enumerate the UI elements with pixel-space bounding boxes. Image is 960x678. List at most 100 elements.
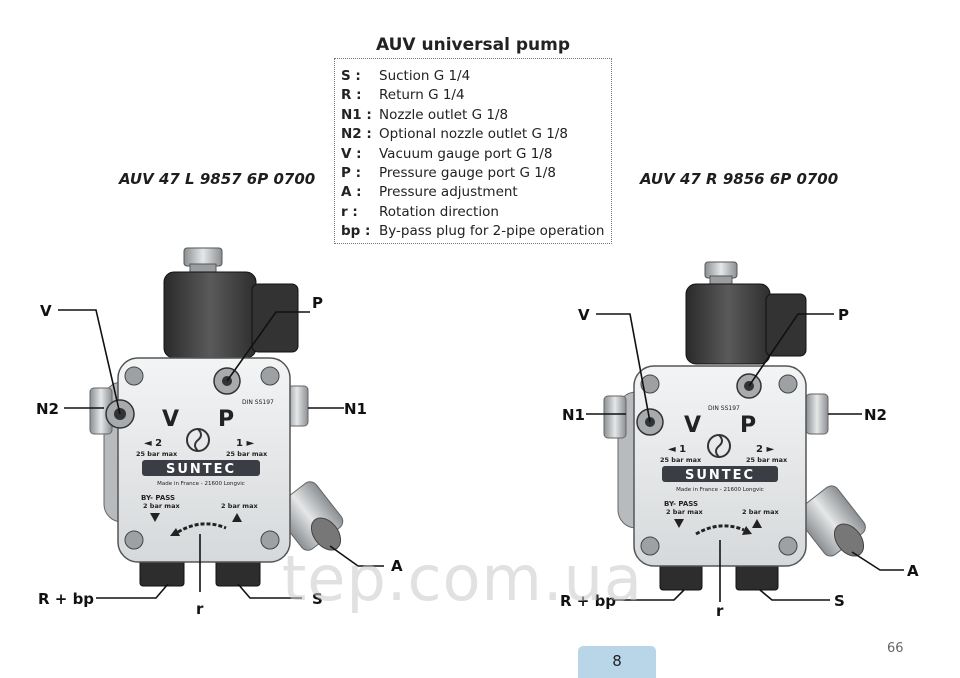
left-bypass-bar: 2 bar max — [143, 502, 180, 510]
legend-text: Return G 1/4 — [379, 87, 465, 104]
left-label-v: V — [40, 302, 52, 320]
right-suntec-logo-icon — [707, 434, 731, 458]
page-tab[interactable]: 8 — [578, 646, 656, 678]
right-label-p: P — [838, 306, 849, 324]
left-p-letter: P — [218, 407, 234, 432]
right-p-letter: P — [740, 413, 756, 438]
left-label-a: A — [391, 557, 403, 575]
left-rotation-arrow-icon — [170, 522, 227, 536]
right-label-r: r — [716, 602, 724, 620]
left-corner-screws — [124, 366, 280, 550]
legend-row-s: S : Suction G 1/4 — [341, 67, 611, 86]
right-right-arrow-icon — [752, 519, 762, 528]
legend-code: R : — [341, 87, 362, 104]
right-port-right: 2 ► — [756, 444, 774, 455]
right-bar-right: 25 bar max — [746, 456, 788, 464]
left-pump-model: AUV 47 L 9857 6P 0700 — [119, 170, 316, 188]
legend-row-n2: N2 : Optional nozzle outlet G 1/8 — [341, 125, 611, 144]
right-bypass-arrow-icon — [674, 519, 684, 528]
right-pump: V P DIN SS197 ◄ 1 2 ► 25 bar max 25 bar … — [586, 261, 904, 602]
left-port-right: 1 ► — [236, 438, 254, 449]
legend-text: Nozzle outlet G 1/8 — [379, 106, 509, 123]
right-bar-left: 25 bar max — [660, 456, 702, 464]
left-bypass: BY- PASS — [141, 494, 175, 502]
right-bypass: BY- PASS — [664, 500, 698, 508]
right-made-in: Made in France - 21600 Longvic — [676, 487, 764, 493]
legend-code: P : — [341, 164, 361, 181]
legend-row-v: V : Vacuum gauge port G 1/8 — [341, 145, 611, 164]
left-made-in: Made in France - 21600 Longvic — [157, 481, 245, 487]
right-bypass-bar: 2 bar max — [666, 508, 703, 516]
left-pressure-adjust — [274, 481, 344, 551]
left-pump: V P DIN SS197 ◄ 2 1 ► 25 bar max 25 bar … — [58, 247, 384, 599]
left-brand-plate — [142, 460, 260, 476]
left-right-bar: 2 bar max — [221, 502, 258, 510]
left-bar-right: 25 bar max — [226, 450, 268, 458]
left-leader-lines — [58, 309, 384, 599]
left-v-letter: V — [162, 407, 179, 432]
legend-text: Optional nozzle outlet G 1/8 — [379, 126, 568, 143]
legend-row-p: P : Pressure gauge port G 1/8 — [341, 164, 611, 183]
left-label-n1: N1 — [344, 400, 367, 418]
legend-row-a: A : Pressure adjustment — [341, 183, 611, 202]
legend-box: S : Suction G 1/4 R : Return G 1/4 N1 : Noz… — [334, 58, 612, 244]
page-number: 66 — [887, 641, 904, 656]
legend-row-r: R : Return G 1/4 — [341, 86, 611, 105]
left-solenoid-coil — [163, 271, 257, 359]
left-right-arrow-icon — [232, 513, 242, 522]
left-label-rbp: R + bp — [38, 590, 94, 608]
page-title: AUV universal pump — [375, 35, 571, 55]
right-right-bar: 2 bar max — [742, 508, 779, 516]
right-label-rbp: R + bp — [560, 592, 616, 610]
right-label-n2: N2 — [864, 406, 887, 424]
left-suntec-logo-icon — [186, 428, 210, 452]
right-label-s: S — [834, 592, 845, 610]
left-label-r: r — [196, 600, 204, 618]
right-brand: SUNTEC — [685, 468, 755, 483]
right-brand-plate — [662, 466, 778, 482]
legend-text: By-pass plug for 2-pipe operation — [379, 223, 605, 240]
right-pressure-adjust — [796, 485, 866, 557]
right-label-n1: N1 — [562, 406, 585, 424]
legend-text: Rotation direction — [379, 203, 499, 220]
right-label-a: A — [907, 562, 919, 580]
left-label-s: S — [312, 590, 323, 608]
legend-code: bp : — [341, 223, 371, 240]
legend-code: N1 : — [341, 106, 372, 123]
legend-text: Pressure adjustment — [379, 184, 518, 201]
right-pump-model: AUV 47 R 9856 6P 0700 — [640, 170, 839, 188]
legend-code: r : — [341, 203, 358, 220]
left-solenoid-connector — [251, 283, 299, 353]
legend-row-n1: N1 : Nozzle outlet G 1/8 — [341, 106, 611, 125]
right-corner-screws — [640, 374, 798, 556]
legend-text: Vacuum gauge port G 1/8 — [379, 145, 553, 162]
right-label-v: V — [578, 306, 590, 324]
right-leader-lines — [586, 313, 904, 602]
legend-text: Suction G 1/4 — [379, 68, 471, 84]
right-rotation-arrow-icon — [695, 524, 752, 536]
right-din: DIN SS197 — [708, 405, 740, 412]
left-label-n2: N2 — [36, 400, 59, 418]
legend-text: Pressure gauge port G 1/8 — [379, 164, 556, 181]
right-v-letter: V — [684, 413, 701, 438]
legend-code: V : — [341, 145, 362, 162]
legend-row-bp: bp : By-pass plug for 2-pipe operation — [341, 222, 611, 241]
legend-code: N2 : — [341, 126, 372, 143]
right-n2-fitting — [805, 393, 829, 435]
legend-code: A : — [341, 184, 362, 201]
right-n1-fitting — [603, 395, 627, 439]
watermark: tep.com.ua — [282, 542, 643, 615]
left-label-p: P — [312, 294, 323, 312]
right-solenoid-connector — [765, 293, 807, 357]
left-brand: SUNTEC — [166, 462, 236, 477]
legend-code: S : — [341, 68, 361, 84]
right-solenoid-coil — [685, 283, 771, 365]
legend-row-rot: r : Rotation direction — [341, 203, 611, 222]
left-bypass-arrow-icon — [150, 513, 160, 522]
right-port-left: ◄ 1 — [668, 444, 686, 455]
left-din: DIN SS197 — [242, 399, 274, 406]
left-port-left: ◄ 2 — [144, 438, 162, 449]
left-top-nut — [183, 247, 223, 267]
left-bar-left: 25 bar max — [136, 450, 178, 458]
